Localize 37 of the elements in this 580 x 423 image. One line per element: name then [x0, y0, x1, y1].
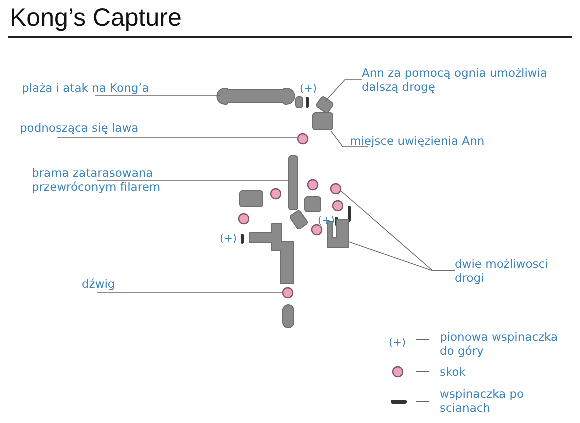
jump-point-icon — [270, 188, 282, 200]
platform-block — [304, 196, 322, 212]
callout-text: brama zatarasowana przewróconym filarem — [32, 166, 182, 194]
climb-up-mark: (+) — [318, 214, 335, 228]
platform-block — [312, 112, 334, 130]
callout-text: miejsce uwięzienia Ann — [350, 134, 550, 148]
legend-text: wspinaczka po scianach — [440, 387, 526, 415]
platform-block — [240, 190, 264, 208]
callout-text: Ann za pomocą ognia umożliwia dalszą drogę — [362, 66, 577, 94]
platform-bar — [288, 156, 298, 210]
callout-text: plaża i atak na Kong’a — [22, 81, 222, 95]
climb-up-mark: (+) — [300, 82, 317, 96]
title: Kong’s Capture — [10, 4, 182, 33]
legend-text: skok — [440, 365, 467, 379]
callout-text: dwie możliwosci drogi — [455, 257, 575, 285]
climb-up-mark: (+) — [220, 232, 237, 246]
leader-line — [96, 292, 284, 294]
jump-point-icon — [238, 213, 250, 225]
jump-point-icon — [282, 287, 294, 299]
climb-up-mark: (+) — [389, 336, 406, 350]
jump-point-icon — [330, 183, 342, 195]
platform-bar — [216, 88, 296, 105]
leader-line — [326, 80, 362, 102]
jump-point-icon — [311, 224, 323, 236]
jump-point-icon — [297, 133, 309, 145]
platform-block — [315, 96, 335, 114]
leader-line — [348, 242, 456, 272]
callout-text: podnosząca się lawa — [20, 121, 220, 135]
platform-block — [296, 96, 304, 108]
jump-point-icon — [307, 179, 319, 191]
callout-text: dźwig — [82, 277, 162, 291]
legend-text: pionowa wspinaczka do góry — [440, 330, 560, 358]
jump-point-icon — [332, 200, 344, 212]
platform-bar — [282, 304, 294, 328]
platform-block — [250, 224, 294, 284]
leader-line — [96, 180, 290, 182]
leader-line — [330, 130, 368, 148]
